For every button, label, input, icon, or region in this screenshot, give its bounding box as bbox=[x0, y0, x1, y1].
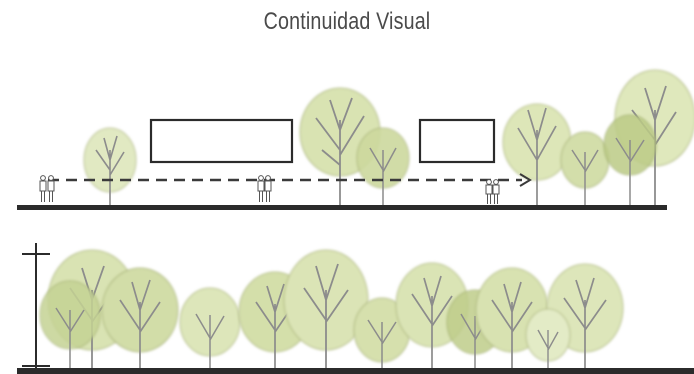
person-icon bbox=[485, 179, 500, 204]
bottom-trees bbox=[39, 249, 624, 368]
tree bbox=[603, 114, 657, 205]
person-icon bbox=[39, 175, 55, 202]
diagram-title: Continuidad Visual bbox=[263, 8, 431, 35]
height-marker bbox=[22, 243, 50, 370]
tree bbox=[356, 127, 410, 205]
tree bbox=[83, 127, 137, 205]
billboard bbox=[149, 118, 294, 164]
tree bbox=[525, 308, 571, 368]
billboard bbox=[418, 118, 496, 164]
tree bbox=[353, 297, 411, 368]
tree bbox=[502, 103, 572, 205]
tree bbox=[39, 280, 101, 368]
sight-line bbox=[48, 173, 532, 187]
tree bbox=[560, 131, 610, 205]
person-icon bbox=[257, 175, 272, 202]
top-trees bbox=[83, 69, 694, 205]
tree bbox=[101, 267, 179, 368]
ground-line-top bbox=[17, 205, 667, 210]
tree bbox=[283, 249, 369, 368]
ground-line-bottom bbox=[17, 368, 694, 374]
tree bbox=[179, 287, 241, 368]
